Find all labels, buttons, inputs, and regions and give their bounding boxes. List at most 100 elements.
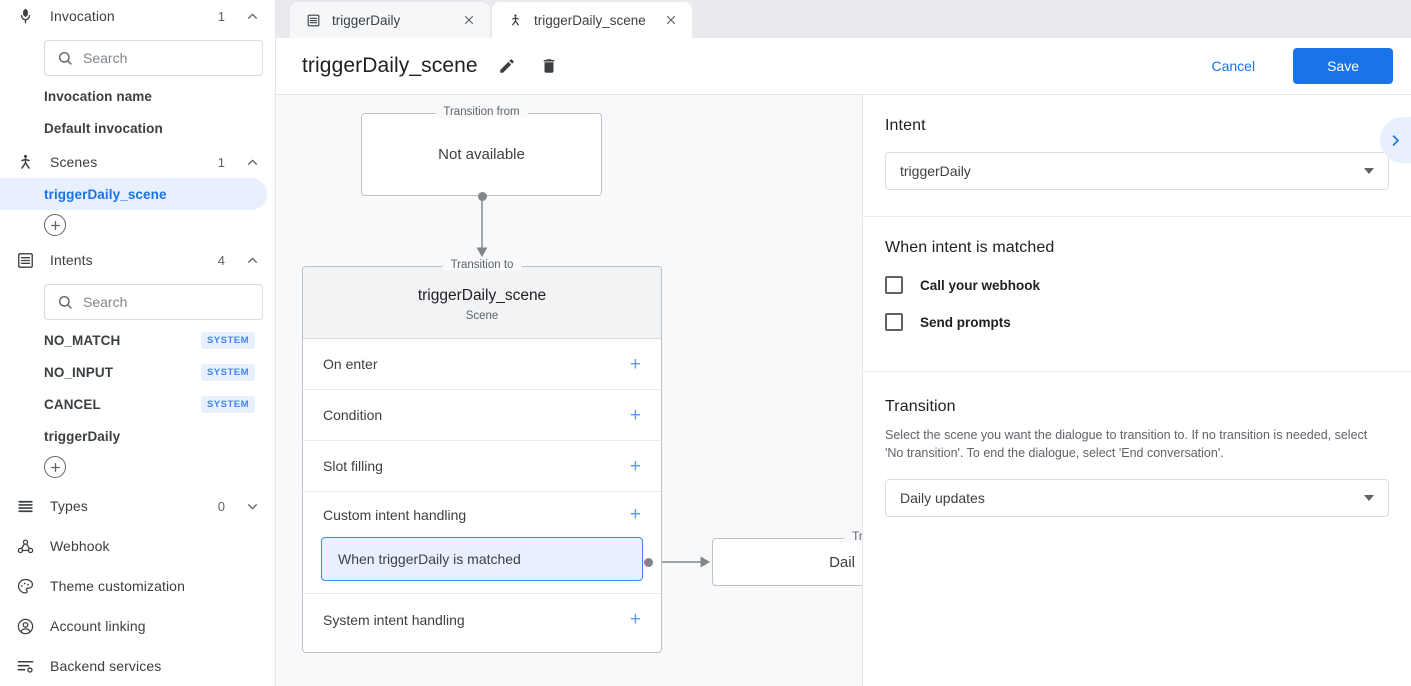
add-system-intent-icon[interactable]: + — [629, 609, 641, 630]
add-scene-icon[interactable] — [44, 214, 66, 236]
list-box-icon — [14, 249, 36, 271]
chip-edge-dot[interactable] — [644, 558, 653, 567]
scene-row-custom-intent-handling[interactable]: Custom intent handling + — [303, 492, 661, 537]
sidebar-item-no-input[interactable]: NO_INPUT SYSTEM — [0, 356, 267, 388]
transition-to-legend: Transition to — [442, 259, 522, 271]
add-slot-filling-icon[interactable]: + — [629, 455, 641, 477]
search-icon — [57, 294, 73, 310]
intent-select-value: triggerDaily — [900, 163, 971, 179]
pencil-icon[interactable] — [494, 53, 520, 79]
content-body: Transition from Not available Transition… — [276, 95, 1411, 686]
sidebar-item-label: Default invocation — [44, 120, 163, 136]
transition-target-card[interactable]: Tr Dail — [712, 531, 862, 586]
sidebar-item-triggerdaily[interactable]: triggerDaily — [0, 420, 267, 452]
search-input[interactable] — [83, 50, 250, 66]
sidebar-item-webhook[interactable]: Webhook — [0, 530, 275, 562]
transition-heading: Transition — [885, 398, 956, 415]
status-badge: SYSTEM — [200, 363, 255, 381]
intents-search-box[interactable] — [44, 284, 263, 320]
sidebar-item-backend-services[interactable]: Backend services — [0, 650, 275, 682]
scene-row-slot-filling[interactable]: Slot filling + — [303, 441, 661, 492]
status-badge: SYSTEM — [200, 331, 255, 349]
sidebar-item-cancel[interactable]: CANCEL SYSTEM — [0, 388, 267, 420]
when-intent-matched-section: When intent is matched Call your webhook… — [863, 217, 1411, 372]
sidebar-section-intents[interactable]: Intents 4 — [0, 244, 275, 276]
sidebar-section-types[interactable]: Types 0 — [0, 490, 275, 522]
page-header: triggerDaily_scene Cancel Save — [276, 38, 1411, 95]
chevron-up-icon[interactable] — [245, 253, 259, 267]
transition-select[interactable]: Daily updates — [885, 479, 1389, 518]
sidebar-item-theme-customization[interactable]: Theme customization — [0, 570, 275, 602]
tab-triggerdaily[interactable]: triggerDaily — [290, 2, 490, 38]
sidebar-item-label: Webhook — [50, 538, 110, 554]
sidebar-item-no-match[interactable]: NO_MATCH SYSTEM — [0, 324, 267, 356]
transition-target-legend: Tr — [844, 531, 862, 543]
sidebar-section-scenes[interactable]: Scenes 1 — [0, 146, 275, 178]
intents-search-wrap — [0, 276, 275, 324]
custom-intent-handling-block: Custom intent handling + When triggerDai… — [303, 492, 661, 594]
invocation-search-box[interactable] — [44, 40, 263, 76]
transition-from-card[interactable]: Transition from Not available — [361, 106, 602, 196]
sidebar-section-count: 1 — [217, 154, 225, 170]
save-button[interactable]: Save — [1293, 48, 1393, 84]
trash-icon[interactable] — [536, 53, 562, 79]
transition-target-value: Dail — [829, 553, 855, 571]
chevron-up-icon[interactable] — [245, 155, 259, 169]
scene-row-condition[interactable]: Condition + — [303, 390, 661, 441]
edge-source-dot[interactable] — [478, 192, 487, 201]
sidebar-item-triggerdaily-scene[interactable]: triggerDaily_scene — [0, 178, 267, 210]
sidebar-item-invocation-name[interactable]: Invocation name — [0, 80, 267, 112]
sidebar-section-count: 1 — [217, 8, 225, 24]
checkbox-label: Send prompts — [920, 314, 1011, 330]
scene-card-type: Scene — [465, 310, 499, 322]
intent-icon — [306, 13, 322, 28]
intent-handler-chip[interactable]: When triggerDaily is matched — [321, 537, 643, 581]
intent-heading: Intent — [885, 117, 926, 134]
chevron-up-icon[interactable] — [245, 9, 259, 23]
add-on-enter-icon[interactable]: + — [629, 353, 641, 375]
checkbox-label: Call your webhook — [920, 277, 1041, 293]
close-icon[interactable] — [664, 13, 678, 27]
tab-bar: triggerDaily triggerDaily_scene — [276, 0, 1411, 38]
sidebar-section-label: Types — [50, 498, 88, 514]
scene-row-on-enter[interactable]: On enter + — [303, 339, 661, 390]
webhook-icon — [14, 535, 36, 557]
scene-row-label: Condition — [323, 407, 383, 423]
invocation-search-wrap — [0, 32, 275, 80]
account-circle-icon — [14, 615, 36, 637]
transition-select-value: Daily updates — [900, 490, 985, 507]
cancel-button[interactable]: Cancel — [1197, 49, 1269, 83]
sidebar-item-label: NO_MATCH — [44, 332, 121, 348]
add-condition-icon[interactable]: + — [629, 404, 641, 426]
page-title: triggerDaily_scene — [302, 54, 478, 77]
close-icon[interactable] — [462, 13, 476, 27]
when-intent-matched-heading: When intent is matched — [885, 239, 1055, 256]
search-icon — [57, 50, 73, 66]
sidebar-item-default-invocation[interactable]: Default invocation — [0, 112, 267, 144]
transition-description: Select the scene you want the dialogue t… — [885, 428, 1368, 461]
scene-canvas[interactable]: Transition from Not available Transition… — [276, 95, 862, 686]
add-custom-intent-icon[interactable]: + — [629, 504, 641, 525]
scene-row-system-intent-handling[interactable]: System intent handling + — [303, 594, 661, 645]
scene-row-label: System intent handling — [323, 611, 465, 628]
sidebar-item-account-linking[interactable]: Account linking — [0, 610, 275, 642]
microphone-icon — [14, 5, 36, 27]
checkbox-send-prompts[interactable]: Send prompts — [885, 313, 1389, 331]
status-badge: SYSTEM — [200, 395, 255, 413]
add-intent-icon[interactable] — [44, 456, 66, 478]
chevron-down-icon — [1364, 168, 1374, 174]
checkbox-call-your-webhook[interactable]: Call your webhook — [885, 276, 1389, 294]
checkbox-box[interactable] — [885, 313, 903, 331]
palette-icon — [14, 575, 36, 597]
intent-select[interactable]: triggerDaily — [885, 152, 1389, 190]
checkbox-box[interactable] — [885, 276, 903, 294]
sidebar-section-invocation[interactable]: Invocation 1 — [0, 0, 275, 32]
search-input[interactable] — [83, 294, 250, 310]
chevron-down-icon[interactable] — [245, 499, 259, 513]
chevron-right-icon[interactable] — [1380, 117, 1411, 163]
tab-triggerdaily-scene[interactable]: triggerDaily_scene — [492, 2, 692, 38]
chevron-down-icon — [1364, 495, 1374, 502]
scene-row-label: Slot filling — [323, 458, 383, 474]
sidebar-item-label: triggerDaily_scene — [44, 186, 167, 202]
